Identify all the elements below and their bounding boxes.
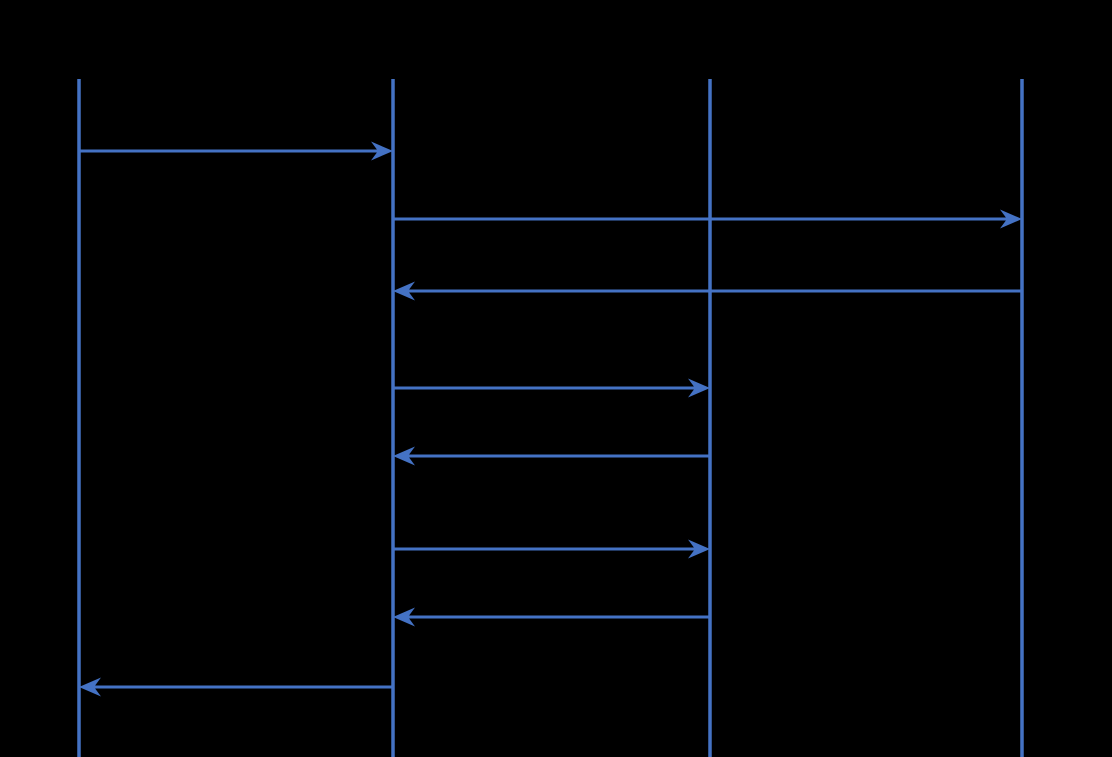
message-5-arrowhead-icon xyxy=(393,446,415,466)
message-8-arrowhead-icon xyxy=(79,677,101,697)
message-7-arrowhead-icon xyxy=(393,607,415,627)
message-2-arrowhead-icon xyxy=(1000,209,1022,229)
message-3-arrowhead-icon xyxy=(393,281,415,301)
message-6-arrowhead-icon xyxy=(688,539,710,559)
message-4-arrowhead-icon xyxy=(688,378,710,398)
message-1-arrowhead-icon xyxy=(371,141,393,161)
